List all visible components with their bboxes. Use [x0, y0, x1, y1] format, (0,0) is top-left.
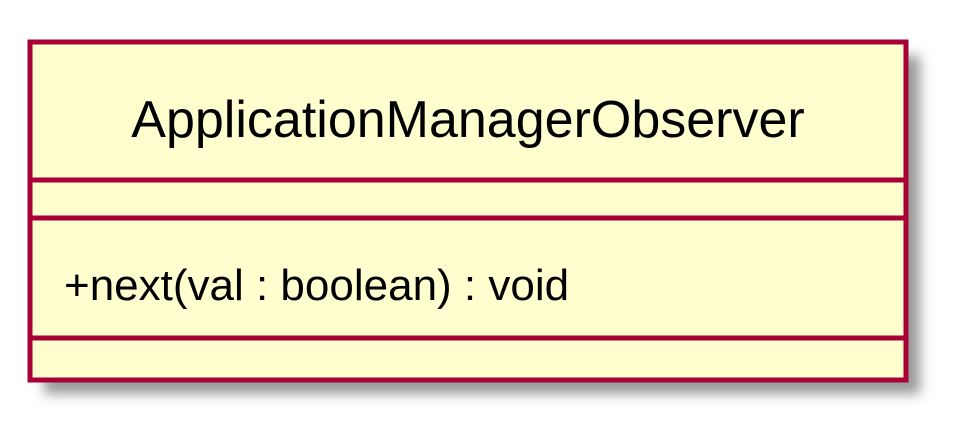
class-name: ApplicationManagerObserver: [131, 91, 804, 149]
method-signature: +next(val : boolean) : void: [64, 261, 569, 310]
class-box: [27, 39, 909, 383]
